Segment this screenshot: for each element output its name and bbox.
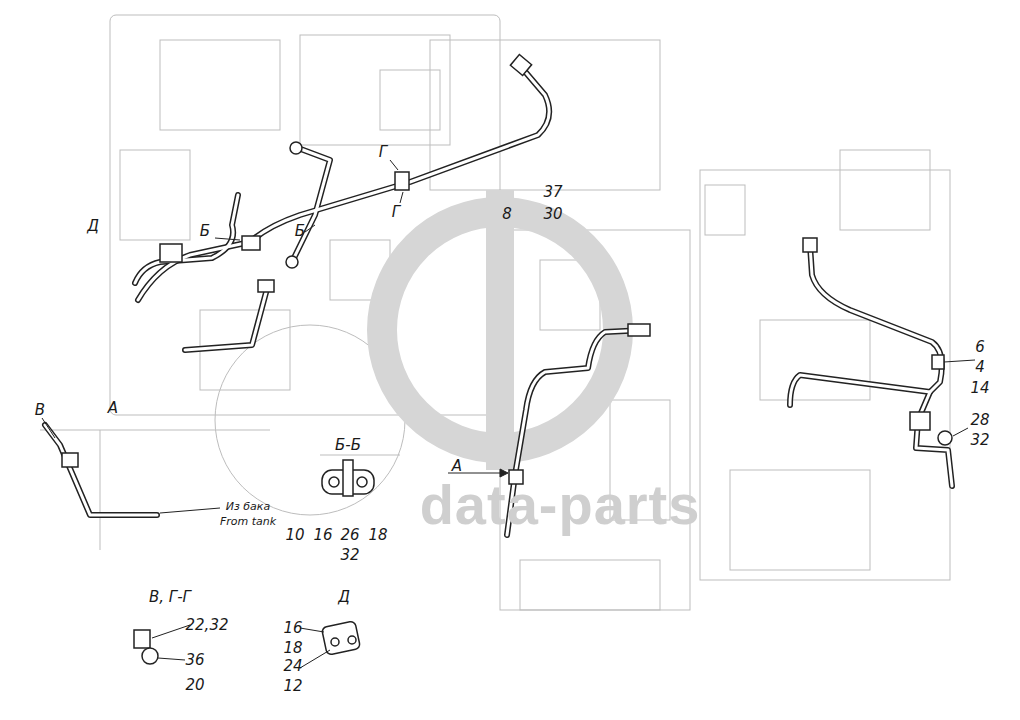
section-label: Б — [200, 223, 210, 240]
callout-number: 22,32 — [186, 617, 229, 634]
callout-number: 30 — [543, 206, 562, 223]
view-label: Д — [338, 589, 350, 606]
clamps-fittings — [62, 54, 952, 664]
callout-number: 37 — [543, 184, 562, 201]
callout-number: 10 — [285, 527, 304, 544]
callout-number: 16 — [313, 527, 332, 544]
callout-number: 24 — [283, 658, 302, 675]
callout-number: 18 — [283, 640, 302, 657]
view-label: А — [452, 458, 462, 475]
section-label: Г — [392, 204, 400, 221]
callout-number: 36 — [185, 652, 204, 669]
section-label: Г — [379, 144, 387, 161]
callout-number: 8 — [502, 206, 512, 223]
section-title: В, Г-Г — [149, 589, 191, 606]
callout-number: 18 — [368, 527, 387, 544]
callout-number: 12 — [283, 678, 302, 695]
callout-number: 26 — [340, 527, 359, 544]
note-text: From tank — [220, 516, 276, 528]
callout-number: 32 — [340, 547, 359, 564]
section-title: Б-Б — [335, 437, 361, 454]
leader-lines — [42, 160, 975, 668]
callout-number: 14 — [970, 380, 989, 397]
view-label: Д — [87, 218, 99, 235]
callout-number: 6 — [975, 339, 985, 356]
callout-number: 4 — [975, 359, 985, 376]
view-label: А — [108, 400, 118, 417]
section-label: Б — [295, 223, 305, 240]
fuel-pipes — [45, 68, 952, 535]
watermark-logo — [382, 190, 618, 470]
callout-number: 20 — [185, 677, 204, 694]
callout-number: 32 — [970, 432, 989, 449]
engine-background — [40, 15, 950, 610]
callout-number: 28 — [970, 412, 989, 429]
watermark: data-parts — [420, 474, 701, 536]
note-text: Из бака — [226, 501, 270, 513]
callout-number: 16 — [283, 620, 302, 637]
section-label: В — [35, 402, 45, 419]
